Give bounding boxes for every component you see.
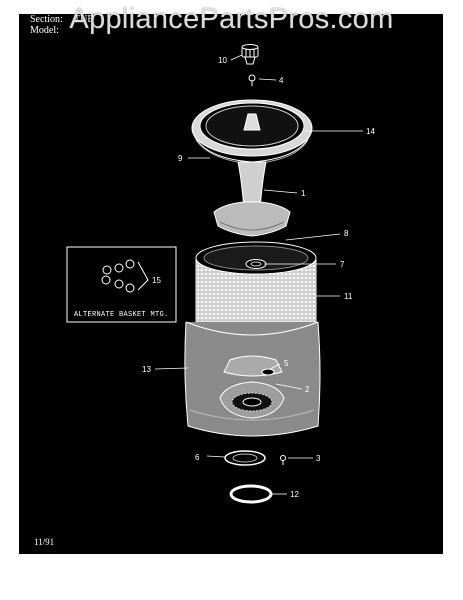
callout-4: 4 xyxy=(279,76,284,85)
watermark-logo: AppliancePartsPros.com xyxy=(69,3,394,35)
inset-caption: ALTERNATE BASKET MTG. xyxy=(74,311,169,319)
callout-15: 15 xyxy=(152,276,161,285)
leader-lines xyxy=(154,54,363,495)
tub-ring-part xyxy=(191,99,313,165)
section-label: Section: xyxy=(30,14,63,25)
callout-3: 3 xyxy=(316,454,321,463)
callout-5: 5 xyxy=(284,359,289,368)
model-label: Model: xyxy=(30,25,59,36)
callout-11: 11 xyxy=(344,292,353,301)
hub-seal-part xyxy=(245,259,267,269)
callout-6: 6 xyxy=(195,453,200,462)
wash-basket-part xyxy=(195,241,317,341)
outer-tub-part xyxy=(184,321,321,437)
callout-14: 14 xyxy=(366,127,375,136)
callout-7: 7 xyxy=(340,260,345,269)
o-ring-part xyxy=(229,484,273,504)
revision-date: 11/91 xyxy=(34,537,55,547)
callout-13: 13 xyxy=(142,365,151,374)
section-value: TUB xyxy=(74,14,94,25)
agitator-cap-part xyxy=(241,44,259,65)
seal-ring-part xyxy=(224,450,266,466)
agitator-part xyxy=(213,161,291,237)
callout-2: 2 xyxy=(305,385,310,394)
small-screw-part xyxy=(280,455,286,465)
callout-8: 8 xyxy=(344,229,349,238)
alternate-basket-inset xyxy=(66,246,177,323)
callout-9: 9 xyxy=(178,154,183,163)
callout-10: 10 xyxy=(218,56,227,65)
callout-1: 1 xyxy=(301,189,306,198)
hub-drive-part xyxy=(219,368,285,419)
screw-part xyxy=(248,74,256,86)
callout-12: 12 xyxy=(290,490,299,499)
